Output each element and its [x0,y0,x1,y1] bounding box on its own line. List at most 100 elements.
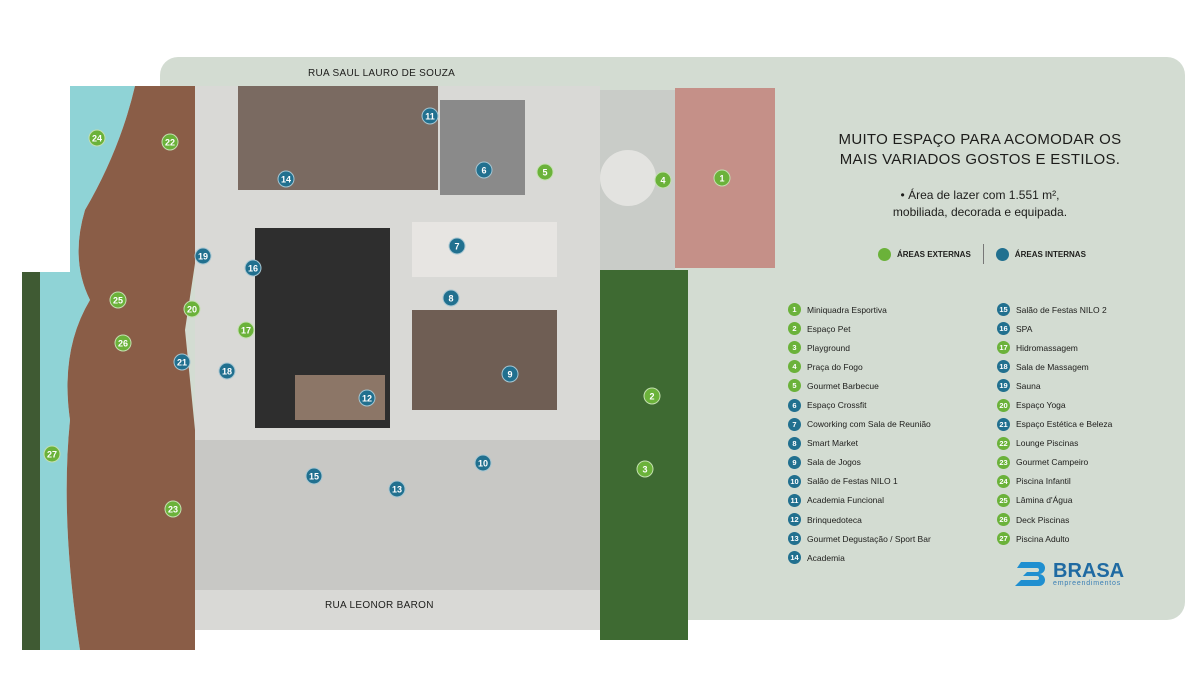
landscape [22,272,40,650]
legend-number-badge: 3 [788,341,801,355]
legend-number-badge: 14 [788,551,801,565]
legend-label: Lâmina d'Água [1016,495,1073,506]
legend-label: Deck Piscinas [1016,514,1070,525]
legend-number-badge: 8 [788,436,801,450]
legend-number-badge: 7 [788,417,801,431]
external-label: ÁREAS EXTERNAS [897,249,971,259]
area-marker-20[interactable]: 20 [183,300,201,318]
area-marker-27[interactable]: 27 [43,445,61,463]
legend-label: Espaço Estética e Beleza [1016,419,1113,430]
subtitle: • Área de lazer com 1.551 m², mobiliada,… [800,187,1160,221]
headline-line: MUITO ESPAÇO PARA ACOMODAR OS [838,131,1122,148]
street-top: RUA SAUL LAURO DE SOUZA [308,68,456,79]
legend-number-badge: 25 [997,493,1010,507]
legend-label: Espaço Crossfit [807,400,867,411]
area-marker-14[interactable]: 14 [277,170,295,188]
area-marker-12[interactable]: 12 [358,389,376,407]
legend-number-badge: 9 [788,455,801,469]
area-marker-21[interactable]: 21 [173,353,191,371]
area-marker-11[interactable]: 11 [421,107,439,125]
area-marker-5[interactable]: 5 [536,163,554,181]
legend-item: 6 Espaço Crossfit [788,395,931,414]
legend-item: 21 Espaço Estética e Beleza [997,415,1112,434]
area-marker-7[interactable]: 7 [448,237,466,255]
legend-label: Gourmet Barbecue [807,380,879,391]
legend-label: Sala de Jogos [807,457,861,468]
area-marker-24[interactable]: 24 [88,129,106,147]
legend-number-badge: 21 [997,417,1010,431]
legend-label: Lounge Piscinas [1016,438,1079,449]
area-marker-25[interactable]: 25 [109,291,127,309]
area-marker-9[interactable]: 9 [501,365,519,383]
area-marker-4[interactable]: 4 [654,171,672,189]
area-marker-17[interactable]: 17 [237,321,255,339]
legend-number-badge: 6 [788,398,801,412]
legend-item: 5 Gourmet Barbecue [788,376,931,395]
legend-item: 14 Academia [788,548,931,567]
legend-label: Playground [807,342,851,353]
area-marker-13[interactable]: 13 [388,480,406,498]
headline-line: MAIS VARIADOS GOSTOS E ESTILOS. [839,151,1121,168]
legend-number-badge: 5 [788,379,801,393]
legend-number-badge: 15 [997,303,1010,317]
legend-number-badge: 20 [997,398,1010,412]
area-type-legend: ÁREAS EXTERNAS ÁREAS INTERNAS [878,244,1086,264]
area-marker-8[interactable]: 8 [442,289,460,307]
legend-number-badge: 16 [997,322,1010,336]
pool-area [22,86,135,650]
logo-tagline: empreendimentos [1053,579,1122,587]
legend-label: Gourmet Campeiro [1016,457,1089,468]
subtitle-line: mobiliada, decorada e equipada. [892,205,1068,219]
legend-label: Praça do Fogo [807,361,863,372]
legend-number-badge: 19 [997,379,1010,393]
area-marker-1[interactable]: 1 [713,169,731,187]
legend-number-badge: 18 [997,360,1010,374]
legend-number-badge: 27 [997,532,1010,546]
area-marker-22[interactable]: 22 [161,133,179,151]
internal-label: ÁREAS INTERNAS [1014,249,1086,259]
area-marker-3[interactable]: 3 [636,460,654,478]
area-marker-15[interactable]: 15 [305,467,323,485]
street-bottom: RUA LEONOR BARON [325,600,434,611]
legend-number-badge: 24 [997,474,1010,488]
area-marker-23[interactable]: 23 [164,500,182,518]
area-marker-16[interactable]: 16 [244,259,262,277]
legend-number-badge: 4 [788,360,801,374]
area-marker-6[interactable]: 6 [475,161,493,179]
party-hall [195,440,600,590]
external-dot-icon [878,247,891,261]
legend-label: Brinquedoteca [807,514,862,525]
gym-room [238,86,438,190]
legend-label: Piscina Adulto [1016,533,1070,544]
legend-item: 25 Lâmina d'Água [997,491,1112,510]
legend-number-badge: 26 [997,513,1010,527]
area-marker-26[interactable]: 26 [114,334,132,352]
crossfit-room [440,100,525,195]
garden [600,270,688,640]
area-marker-19[interactable]: 19 [194,247,212,265]
legend-label: Hidromassagem [1016,342,1078,353]
area-marker-10[interactable]: 10 [474,454,492,472]
legend-label: Espaço Yoga [1016,400,1066,411]
legend-number-badge: 12 [788,513,801,527]
legend-number-badge: 22 [997,436,1010,450]
legend-item: 20 Espaço Yoga [997,395,1112,414]
floor-plan [22,86,775,650]
games-room [412,310,557,410]
subtitle-line: • Área de lazer com 1.551 m², [900,188,1060,202]
legend-label: Coworking com Sala de Reunião [807,419,931,430]
area-marker-18[interactable]: 18 [218,362,236,380]
legend-number-badge: 10 [788,474,801,488]
area-marker-2[interactable]: 2 [643,387,661,405]
legend-label: Academia [807,552,845,563]
headline: MUITO ESPAÇO PARA ACOMODAR OS MAIS VARIA… [800,130,1160,170]
